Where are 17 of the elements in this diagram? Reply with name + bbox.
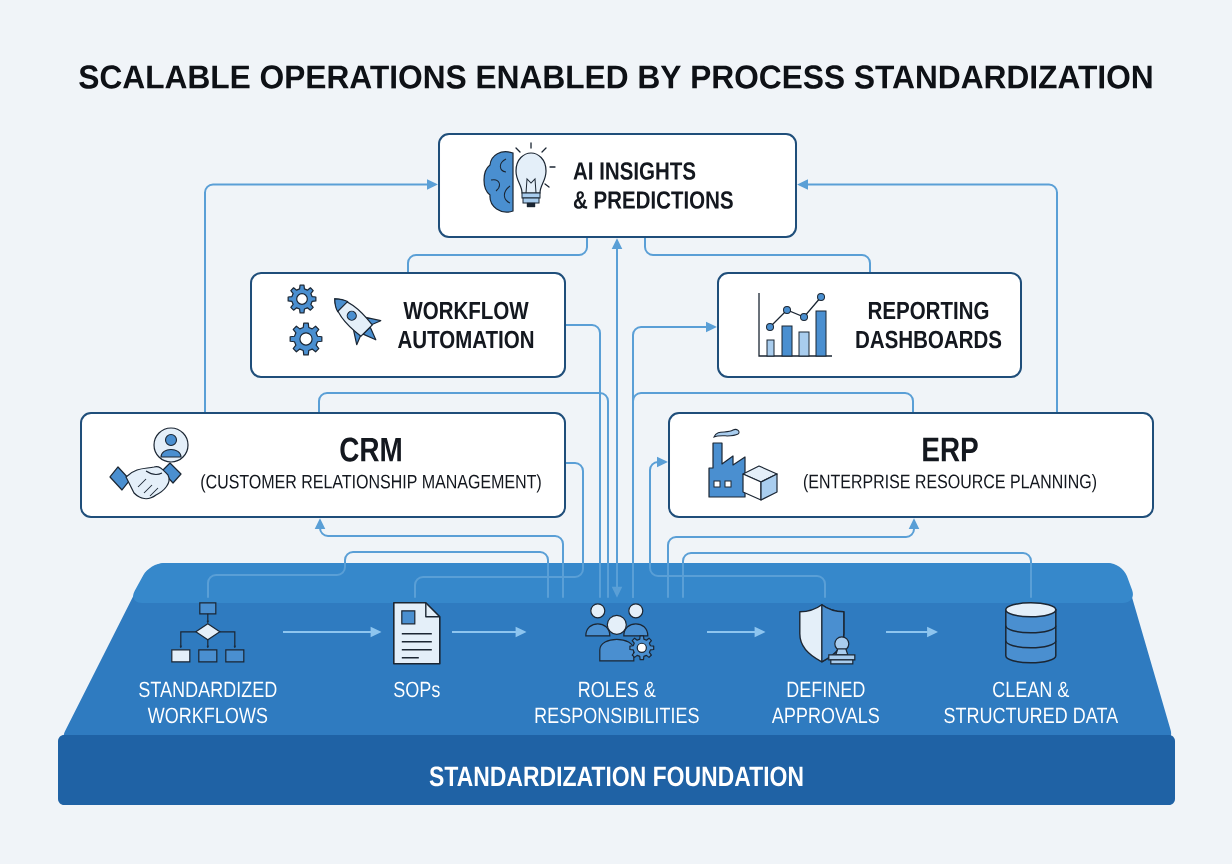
- step-item: ROLES & RESPONSIBILITIES: [535, 681, 699, 724]
- arrow: [649, 456, 826, 599]
- system-box: ERP (ENTERPRISE RESOURCE PLANNING): [668, 412, 1154, 518]
- connector-line: [682, 552, 1032, 599]
- system-box: CRM (CUSTOMER RELATIONSHIP MANAGEMENT): [80, 412, 566, 518]
- connector-line: [632, 392, 914, 599]
- connector-line: [565, 324, 601, 599]
- step-item: SOPs: [394, 681, 440, 698]
- connector-line: [207, 551, 549, 599]
- title: SCALABLE OPERATIONS ENABLED BY PROCESS STANDARDIZATION: [79, 65, 1152, 89]
- step-item: STANDARDIZED WORKFLOWS: [139, 681, 277, 724]
- system-box: REPORTING DASHBOARDS: [717, 272, 1022, 378]
- node-label: STANDARDIZATION FOUNDATION: [429, 766, 803, 787]
- step-item: CLEAN & STRUCTURED DATA: [944, 681, 1119, 724]
- system-box: AI INSIGHTS & PREDICTIONS: [438, 133, 797, 238]
- step-item: DEFINED APPROVALS: [771, 681, 879, 724]
- system-box: WORKFLOW AUTOMATION: [250, 272, 566, 378]
